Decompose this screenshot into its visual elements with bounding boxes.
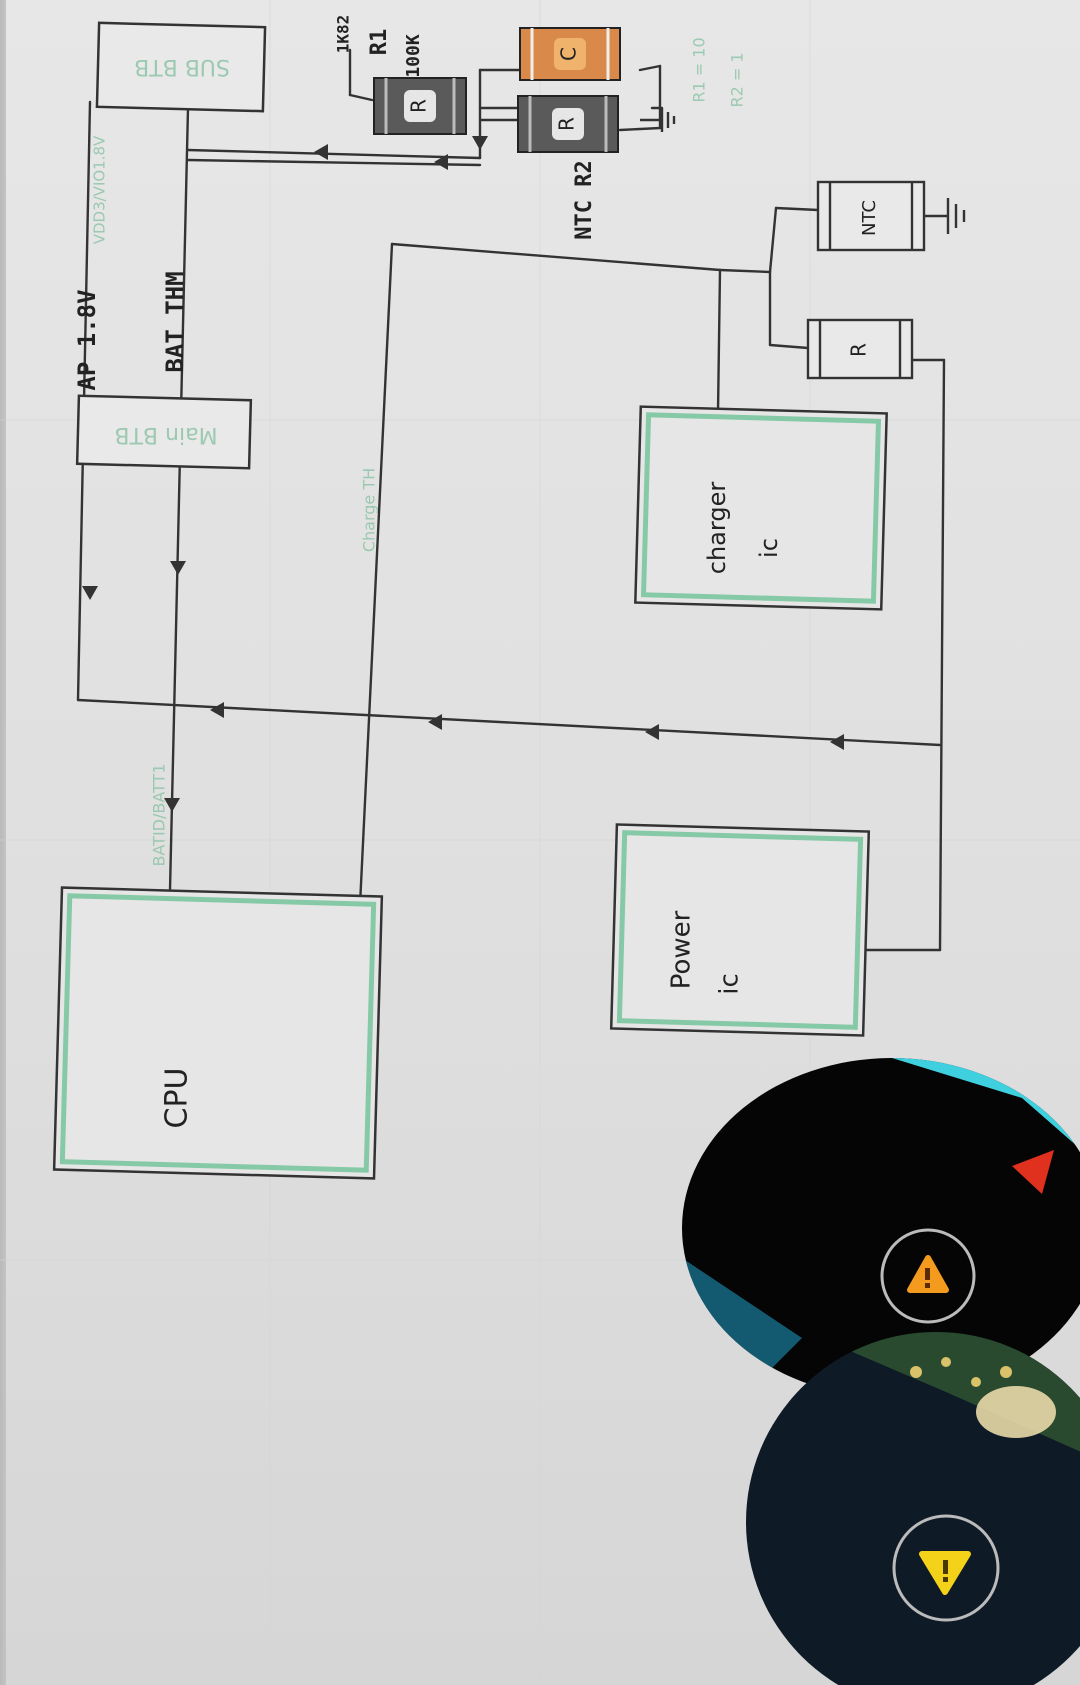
ap-1v8-label: AP 1.8V: [73, 289, 101, 390]
ntc-resistor-r2: R: [517, 95, 619, 153]
ground-icon: [640, 108, 676, 132]
capacitor-c-label: C: [557, 47, 581, 61]
r1-formula: R1 = 10: [690, 37, 709, 102]
red-arrow-icon: [1012, 1150, 1054, 1194]
batid-label: BATID/BATT1: [150, 763, 169, 866]
r1-value-note: 100K: [403, 34, 424, 78]
resistor-r-bottom-label: R: [847, 343, 871, 357]
power-ic-label: Power: [667, 910, 697, 989]
power-ic-label-2: ic: [715, 973, 745, 995]
capacitor-c: C: [519, 27, 621, 81]
power-ic-block: Power ic: [609, 823, 871, 1037]
charger-ic-block: charger ic: [634, 405, 888, 611]
ap-faint-label: VDD3/VIO1.8V: [91, 135, 109, 244]
camera-overlay-bottom: [746, 1332, 1080, 1685]
ntc-thermistor: NTC: [816, 180, 926, 252]
ntc-thermistor-label: NTC: [859, 200, 880, 236]
cpu-label: CPU: [160, 1068, 195, 1129]
top-note: 1K82: [334, 15, 353, 54]
charge-th-label: Charge TH: [360, 468, 379, 552]
resistor-r-bottom: R: [806, 318, 914, 380]
sub-btb-label: SUB BTB: [134, 54, 230, 79]
ntc-resistor-r2-label: R: [555, 117, 579, 131]
ntc-r2-note: NTC R2: [572, 160, 597, 239]
sub-btb-connector: SUB BTB: [95, 21, 267, 113]
charger-ic-label-2: ic: [755, 538, 783, 558]
resistor-r1: R: [373, 77, 467, 135]
bat-thm-label: BAT THM: [161, 271, 189, 372]
r1-note: R1: [367, 29, 392, 56]
charger-ic-label: charger: [703, 482, 731, 575]
resistor-r1-label: R: [407, 99, 431, 113]
r2-formula: R2 = 1: [728, 52, 747, 107]
ground-icon: [924, 198, 966, 234]
main-btb-label: Main BTB: [114, 422, 217, 447]
main-btb-connector: Main BTB: [75, 394, 253, 470]
cpu-block: CPU: [52, 886, 384, 1180]
